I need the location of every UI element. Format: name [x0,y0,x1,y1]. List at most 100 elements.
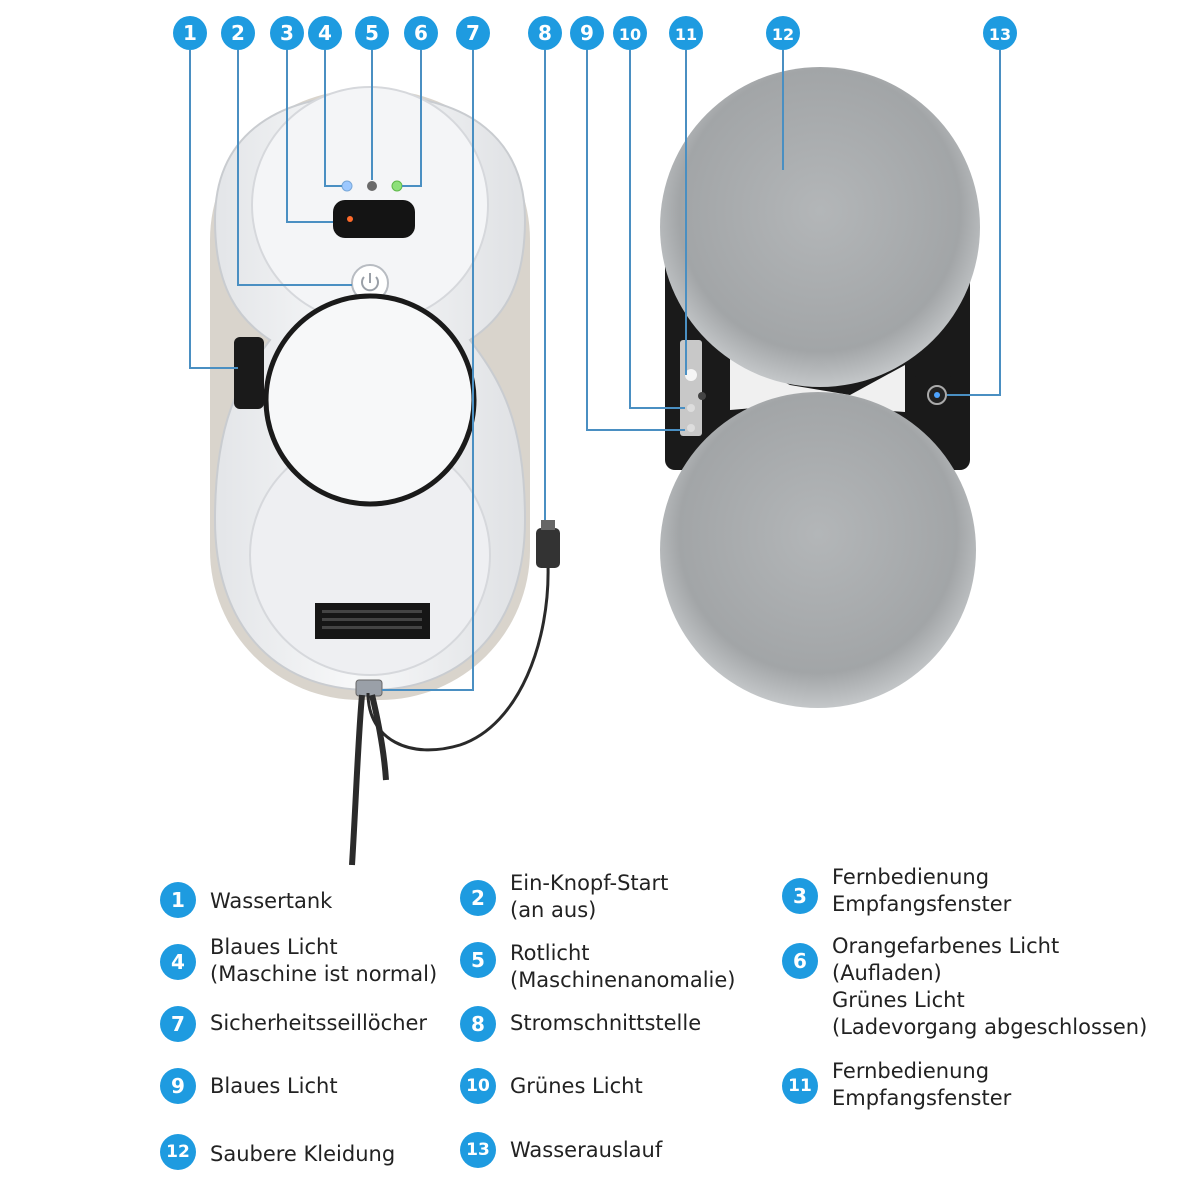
legend-text: Fernbedienung Empfangsfenster [832,1059,1012,1110]
legend-item-12: 12 Saubere Kleidung [160,1134,395,1170]
bottom-cleaning-pad [660,392,976,708]
callout-label: 8 [538,21,552,45]
callout-circle [570,16,604,50]
callout-circle [613,16,647,50]
callout-label: 11 [675,25,697,44]
callout-circle [173,16,207,50]
legend-item-13: 13 Wasserauslauf [460,1132,662,1168]
legend-item-2: 2 Ein-Knopf-Start (an aus) [460,870,668,924]
top-cleaning-pad [660,67,980,387]
legend-badge: 2 [460,880,496,916]
callout-9: 9 [570,16,604,50]
legend-text: Blaues Licht [210,1074,338,1098]
callout-label: 6 [414,21,428,45]
legend-text: Wasserauslauf [510,1138,663,1162]
legend-text: Blaues Licht (Maschine ist normal) [210,935,438,986]
callout-circle [270,16,304,50]
callout-8: 8 [528,16,562,50]
green-led [391,180,403,192]
legend-badge: 4 [160,944,196,980]
callout-circle [766,16,800,50]
legend-item-4: 4 Blaues Licht (Maschine ist normal) [160,934,437,988]
back-sensor-strip [680,340,702,436]
callout-label: 3 [280,21,294,45]
callout-2: 2 [221,16,255,50]
legend-item-5: 5 Rotlicht (Maschinenanomalie) [460,940,735,994]
receiver-window [333,200,415,238]
legend-badge: 10 [460,1068,496,1104]
legend-text: Grünes Licht [510,1074,643,1098]
legend-item-6: 6 Orangefarbenes Licht (Aufladen) Grünes… [782,933,1147,1041]
callout-circle [308,16,342,50]
callout-label: 12 [772,25,794,44]
callout-label: 1 [183,21,197,45]
callout-7: 7 [456,16,490,50]
callout-3: 3 [270,16,304,50]
legend-badge: 6 [782,943,818,979]
callout-12: 12 [766,16,800,50]
power-plug [536,528,560,568]
callout-label: 7 [466,21,480,45]
power-icon [361,276,379,292]
safety-rope [349,694,365,866]
legend-item-11: 11 Fernbedienung Empfangsfenster [782,1058,1011,1112]
legend-text: Saubere Kleidung [210,1142,396,1166]
legend-badge: 8 [460,1006,496,1042]
callout-label: 5 [365,21,379,45]
legend-badge: 12 [160,1134,196,1170]
red-led [367,181,377,191]
water-tank [234,337,264,409]
callout-4: 4 [308,16,342,50]
legend-badge: 3 [782,878,818,914]
blue-led [341,180,353,192]
robot-back [660,67,980,708]
middle-ring [263,293,477,507]
callout-label: 10 [619,25,641,44]
callout-circle [404,16,438,50]
back-green-led [687,404,695,412]
legend-item-3: 3 Fernbedienung Empfangsfenster [782,864,1011,918]
legend-item-1: 1 Wassertank [160,882,332,918]
receiver-dot [347,216,353,222]
legend-text: Ein-Knopf-Start (an aus) [510,871,669,922]
callout-circle [528,16,562,50]
legend-badge: 9 [160,1068,196,1104]
legend-badge: 7 [160,1006,196,1042]
callout-circle [221,16,255,50]
legend-text: Rotlicht (Maschinenanomalie) [510,941,736,992]
robot-front [210,86,560,866]
legend-badge: 1 [160,882,196,918]
legend-badge: 5 [460,942,496,978]
legend-text: Fernbedienung Empfangsfenster [832,865,1012,916]
callout-label: 13 [989,25,1011,44]
legend-badge: 13 [460,1132,496,1168]
callout-circle [669,16,703,50]
legend-item-7: 7 Sicherheitsseillöcher [160,1006,427,1042]
legend-text: Stromschnittstelle [510,1011,702,1035]
legend-item-10: 10 Grünes Licht [460,1068,643,1104]
callout-label: 2 [231,21,245,45]
callout-13: 13 [983,16,1017,50]
power-cable [366,564,550,752]
callout-11: 11 [669,16,703,50]
callout-10: 10 [613,16,647,50]
legend-badge: 11 [782,1068,818,1104]
callout-1: 1 [173,16,207,50]
leader-lines [189,50,1001,691]
legend-item-8: 8 Stromschnittstelle [460,1006,701,1042]
legend-text: Orangefarbenes Licht (Aufladen) Grünes L… [832,934,1148,1039]
callout-5: 5 [355,16,389,50]
callout-circle [983,16,1017,50]
callout-circle [355,16,389,50]
callout-label: 4 [318,21,332,45]
legend-text: Sicherheitsseillöcher [210,1011,428,1035]
legend-item-9: 9 Blaues Licht [160,1068,338,1104]
legend-text: Wassertank [210,889,333,913]
callout-circle [456,16,490,50]
callout-6: 6 [404,16,438,50]
back-blue-led [687,424,695,432]
back-sticker [730,355,905,412]
callout-label: 9 [580,21,594,45]
